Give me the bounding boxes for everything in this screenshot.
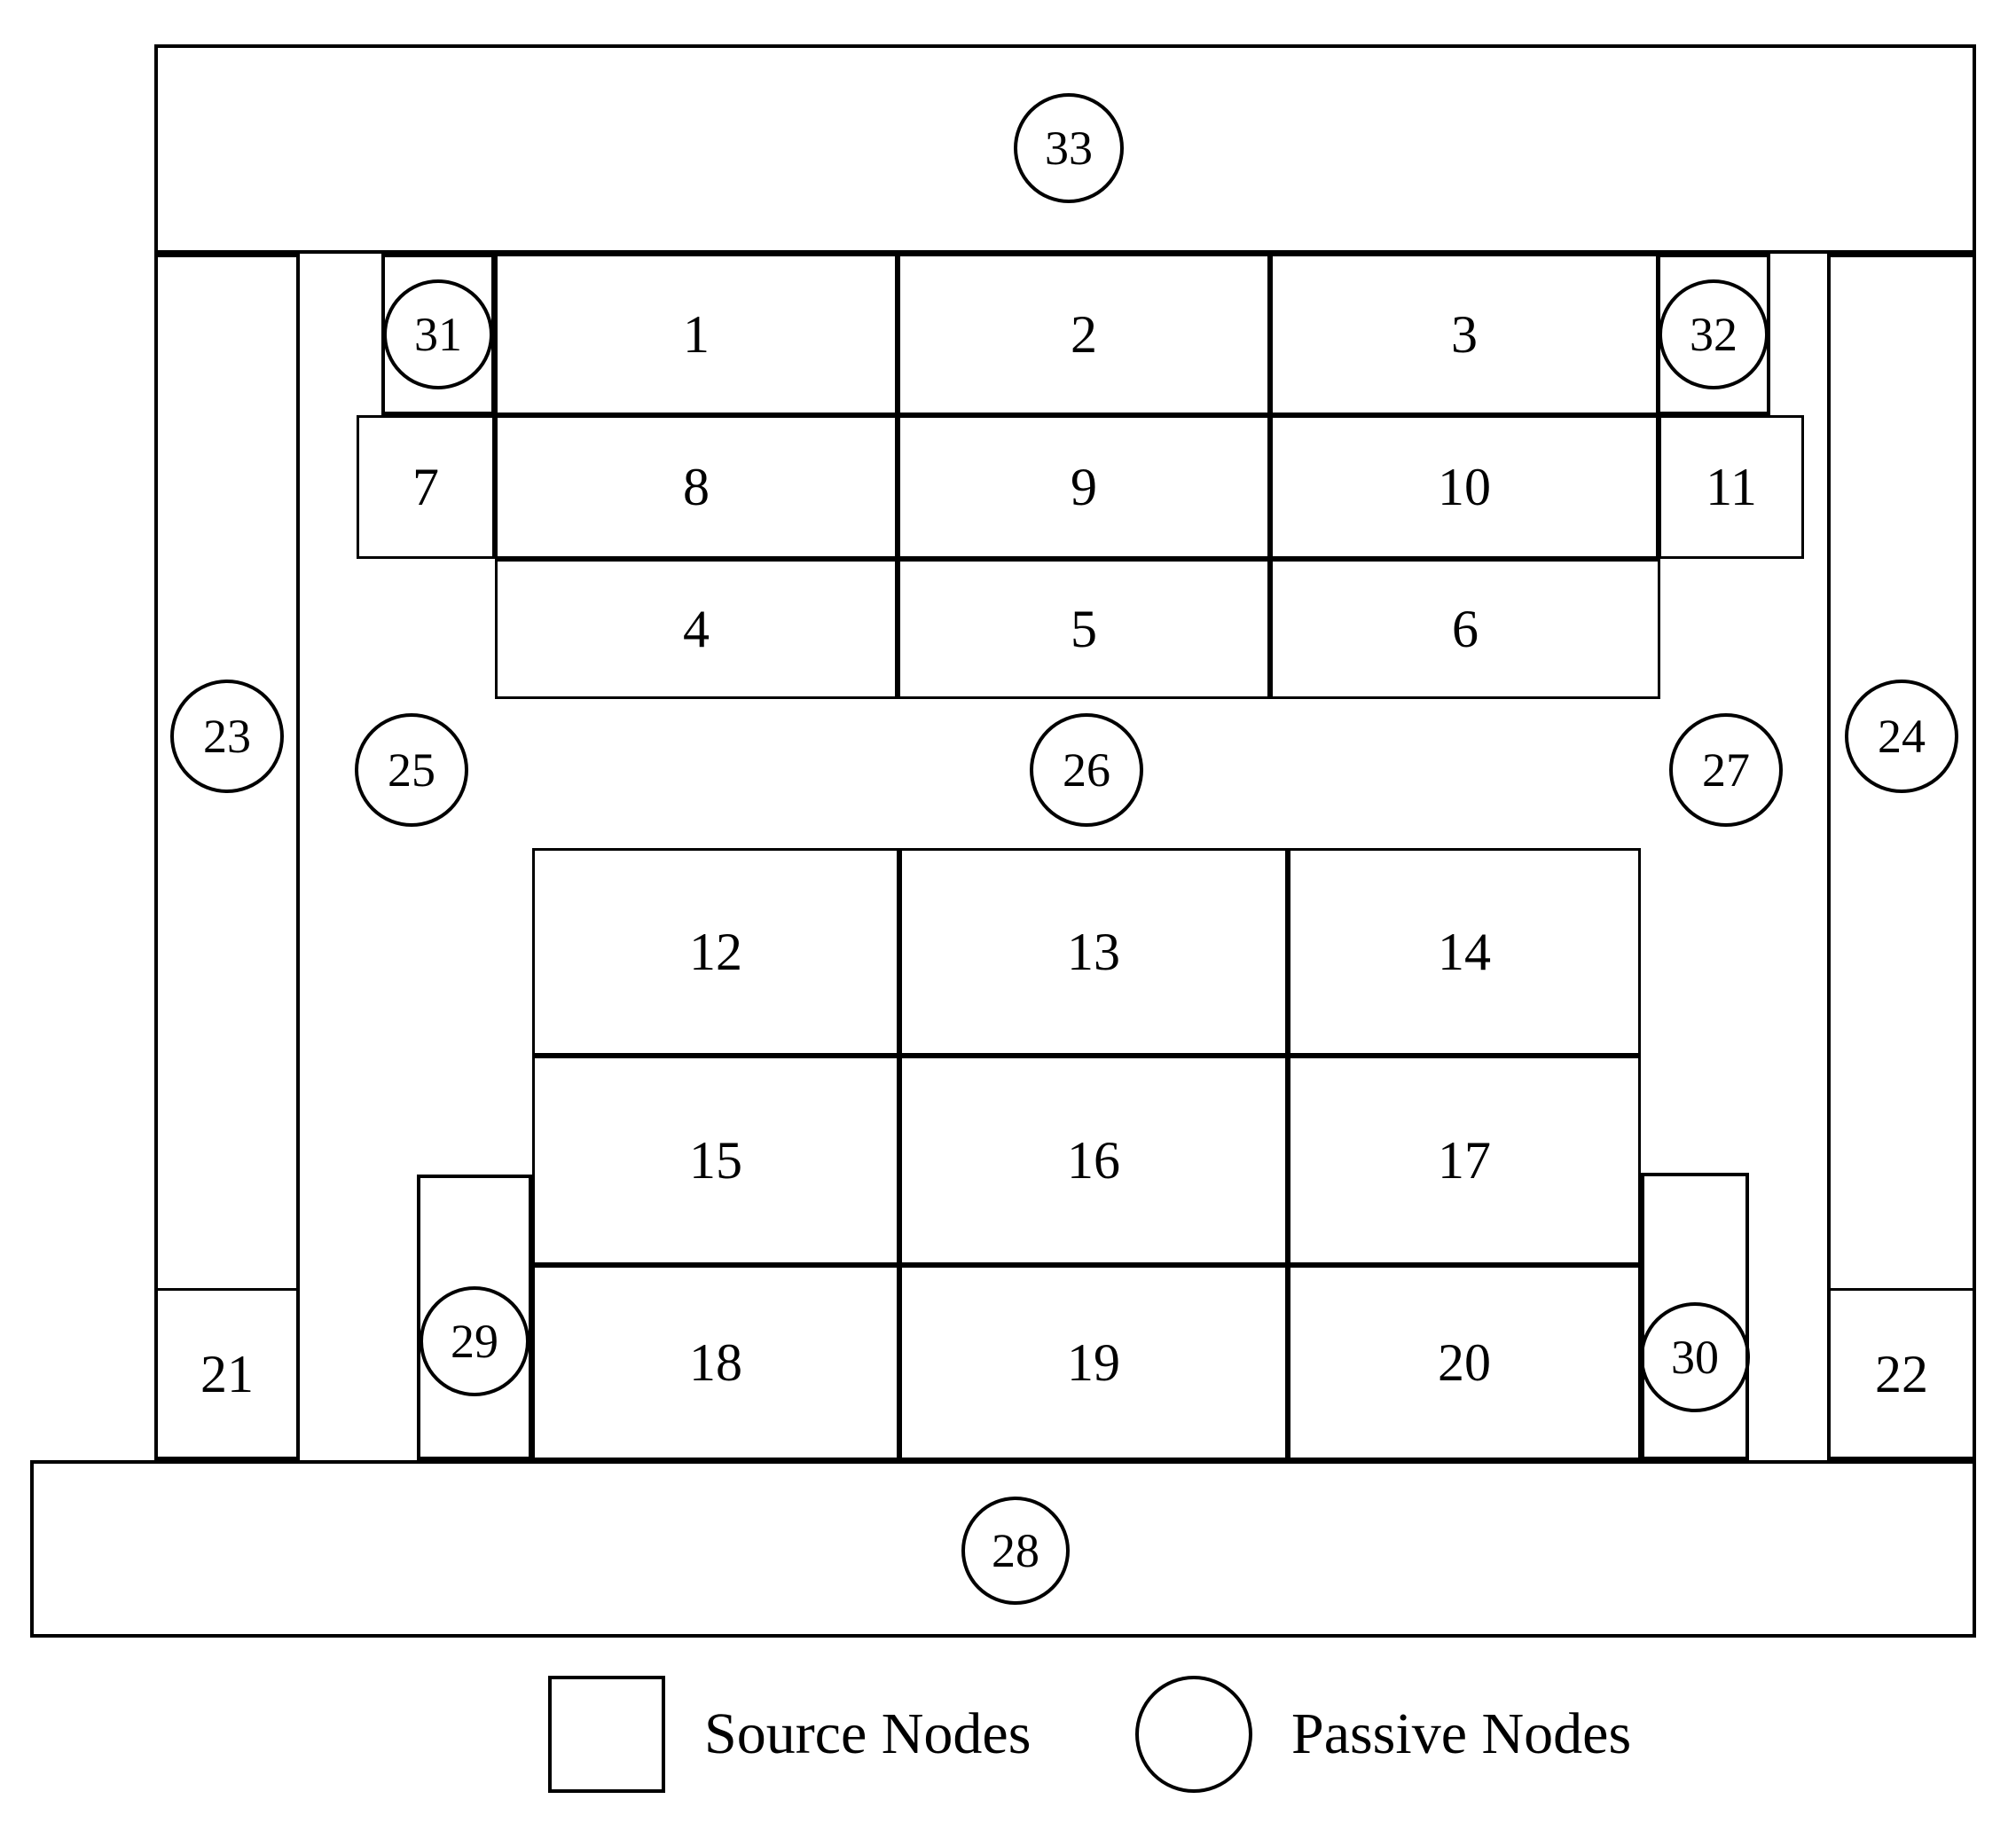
legend-source-nodes: Source Nodes	[548, 1676, 1031, 1793]
source-node-legend-swatch	[548, 1676, 665, 1793]
source-node-16: 16	[899, 1056, 1288, 1265]
source-node-2: 2	[898, 254, 1270, 415]
source-node-13: 13	[899, 848, 1288, 1056]
source-node-7: 7	[357, 415, 495, 559]
source-node-20: 20	[1288, 1265, 1641, 1460]
passive-node-28: 28	[961, 1497, 1070, 1605]
source-node-12: 12	[532, 848, 899, 1056]
left-pillar	[154, 254, 300, 1460]
passive-node-29: 29	[420, 1286, 529, 1396]
passive-node-26: 26	[1030, 713, 1143, 827]
source-node-9: 9	[898, 415, 1270, 559]
passive-node-33: 33	[1014, 93, 1124, 203]
source-node-6: 6	[1270, 559, 1660, 699]
post-strip-30	[1641, 1173, 1749, 1460]
bottom-beam	[30, 1460, 1976, 1638]
passive-node-27: 27	[1669, 713, 1783, 827]
source-node-4: 4	[495, 559, 898, 699]
source-node-3: 3	[1270, 254, 1659, 415]
source-node-8: 8	[495, 415, 898, 559]
passive-node-legend-label: Passive Nodes	[1291, 1701, 1632, 1766]
source-node-15: 15	[532, 1056, 899, 1265]
source-node-17: 17	[1288, 1056, 1641, 1265]
source-node-legend-label: Source Nodes	[704, 1701, 1032, 1766]
post-strip-29	[417, 1175, 532, 1460]
passive-node-24: 24	[1845, 680, 1958, 793]
hanger-strip-31	[381, 254, 495, 415]
source-node-1: 1	[495, 254, 898, 415]
passive-node-25: 25	[355, 713, 468, 827]
source-node-18: 18	[532, 1265, 899, 1460]
source-node-10: 10	[1270, 415, 1659, 559]
legend-passive-nodes: Passive Nodes	[1135, 1676, 1631, 1793]
source-node-11: 11	[1659, 415, 1804, 559]
passive-node-legend-swatch	[1135, 1676, 1252, 1793]
passive-node-23: 23	[170, 680, 284, 793]
source-node-5: 5	[898, 559, 1270, 699]
source-node-14: 14	[1288, 848, 1641, 1056]
top-beam	[154, 44, 1976, 254]
right-pillar	[1827, 254, 1976, 1460]
source-node-19: 19	[899, 1265, 1288, 1460]
hanger-strip-32	[1657, 254, 1770, 415]
